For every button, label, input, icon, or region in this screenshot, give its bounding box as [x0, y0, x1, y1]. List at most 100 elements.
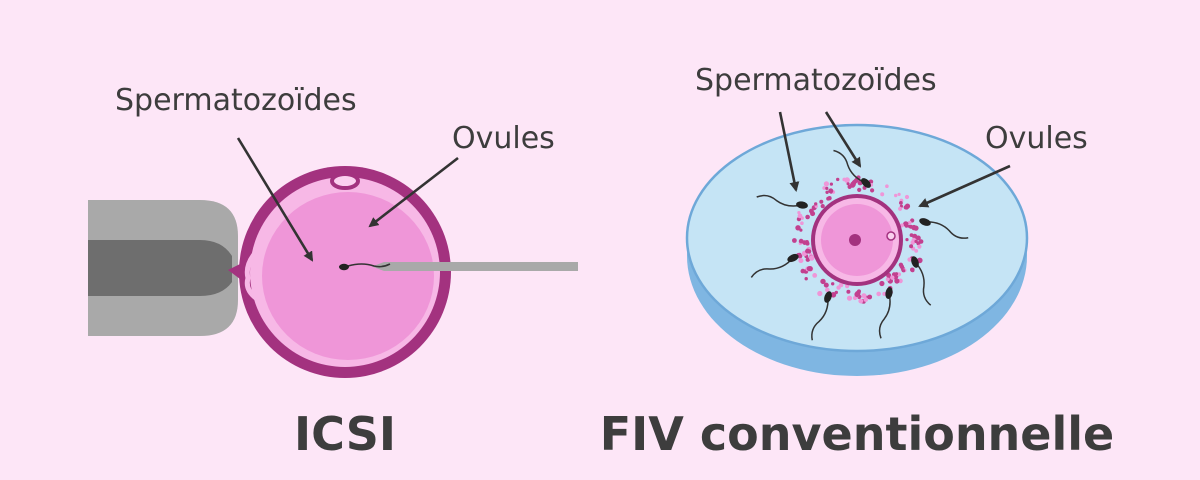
icsi-panel: Spermatozoïdes Ovules ICSI	[88, 83, 578, 461]
cumulus-cell	[914, 249, 919, 253]
cumulus-cell	[852, 295, 858, 301]
cumulus-cell	[915, 235, 921, 241]
cumulus-cell	[885, 277, 890, 282]
fiv-sperm-arrow-left	[778, 111, 800, 192]
cumulus-cell	[854, 291, 860, 298]
cumulus-cell	[798, 238, 804, 244]
cumulus-cell	[885, 184, 889, 188]
cumulus-cell	[826, 196, 830, 201]
sperm-cell	[833, 149, 871, 188]
cumulus-cell	[844, 177, 850, 183]
cumulus-cell	[879, 280, 885, 287]
cumulus-cell	[819, 199, 824, 204]
cumulus-cell	[836, 285, 841, 290]
cumulus-cell	[805, 257, 810, 262]
injection-needle	[372, 262, 578, 271]
cumulus-cell	[917, 244, 922, 249]
cumulus-cell	[798, 252, 802, 257]
cumulus-cell	[814, 202, 818, 206]
cumulus-cell	[862, 293, 867, 298]
cumulus-cell	[800, 268, 806, 274]
cumulus-cell	[846, 289, 851, 294]
icsi-sperm-arrow	[236, 137, 314, 262]
sperm-cell	[811, 291, 832, 341]
icsi-ovule-arrow	[368, 156, 459, 228]
icsi-ovule-label: Ovules	[452, 121, 555, 156]
fiv-egg	[811, 194, 903, 286]
cumulus-cell	[800, 221, 804, 225]
cumulus-cell	[831, 282, 835, 286]
cumulus-cell	[894, 193, 898, 198]
cumulus-cell	[805, 248, 811, 254]
fiv-sperm-label: Spermatozoïdes	[695, 63, 937, 98]
cumulus-cell	[904, 203, 911, 209]
sperm-cell	[878, 287, 893, 339]
cumulus-cell	[876, 291, 881, 297]
sperm-cell	[750, 253, 799, 278]
cumulus-cell	[918, 239, 924, 244]
cumulus-cell	[820, 204, 825, 209]
cumulus-cell	[902, 269, 906, 273]
cumulus-cell	[858, 298, 864, 304]
icsi-egg	[228, 166, 451, 378]
cumulus-cell	[903, 221, 909, 227]
cumulus-cell	[798, 258, 804, 264]
cumulus-cell	[913, 226, 918, 231]
sperm-cell	[756, 194, 808, 209]
cumulus-cell	[910, 268, 915, 273]
cumulus-cell	[863, 297, 869, 302]
cumulus-cell	[846, 295, 853, 301]
cumulus-cell	[806, 266, 812, 272]
cumulus-cell	[825, 190, 829, 194]
cumulus-cell	[897, 192, 901, 196]
cumulus-cell	[817, 290, 823, 297]
nucleus	[849, 234, 861, 246]
cumulus-cell	[808, 255, 815, 261]
cumulus-cell	[809, 208, 814, 214]
cumulus-cell	[804, 277, 808, 281]
polar-body	[886, 231, 896, 241]
fiv-ovule-label: Ovules	[985, 121, 1088, 156]
cumulus-cell	[823, 282, 829, 288]
cumulus-cell	[820, 278, 826, 285]
cumulus-cell	[907, 220, 912, 225]
cumulus-cell	[830, 292, 837, 298]
cumulus-cell	[914, 239, 918, 244]
cumulus-cell	[867, 294, 873, 300]
icsi-sperm-label: Spermatozoïdes	[115, 83, 357, 118]
icsi-title: ICSI	[294, 407, 396, 461]
cumulus-cell	[882, 291, 887, 296]
cumulus-cell	[812, 273, 818, 278]
fiv-panel: Spermatozoïdes Ovules FIV conventionnell…	[600, 63, 1115, 461]
cumulus-cell	[802, 240, 808, 246]
cumulus-cell	[857, 187, 862, 192]
cumulus-cell	[899, 201, 903, 205]
cumulus-cell	[907, 257, 912, 262]
cumulus-cell	[836, 177, 840, 182]
cumulus-cell	[846, 182, 850, 186]
cumulus-cell	[898, 206, 903, 211]
sperm-cell	[919, 218, 969, 239]
cumulus-cell	[792, 238, 797, 243]
cumulus-cell	[904, 194, 910, 200]
cumulus-cell	[828, 188, 834, 194]
holding-pipette	[88, 200, 238, 336]
cumulus-cell	[880, 192, 885, 197]
cumulus-cell	[905, 238, 909, 242]
cumulus-cell	[795, 225, 801, 231]
cumulus-cell	[823, 181, 830, 187]
cumulus-cell	[852, 179, 857, 185]
fiv-sperm-arrow-right	[824, 111, 862, 168]
cumulus-cell	[825, 287, 830, 293]
fiv-ovule-arrow	[918, 164, 1011, 208]
cumulus-cell	[847, 184, 852, 189]
icsi-sperm	[339, 263, 391, 271]
sperm-cell	[911, 256, 932, 306]
cumulus-cell	[822, 186, 827, 190]
cumulus-cell	[797, 213, 803, 219]
cumulus-cell	[825, 186, 829, 190]
cumulus-cell	[890, 275, 895, 280]
cumulus-cell	[805, 214, 810, 220]
